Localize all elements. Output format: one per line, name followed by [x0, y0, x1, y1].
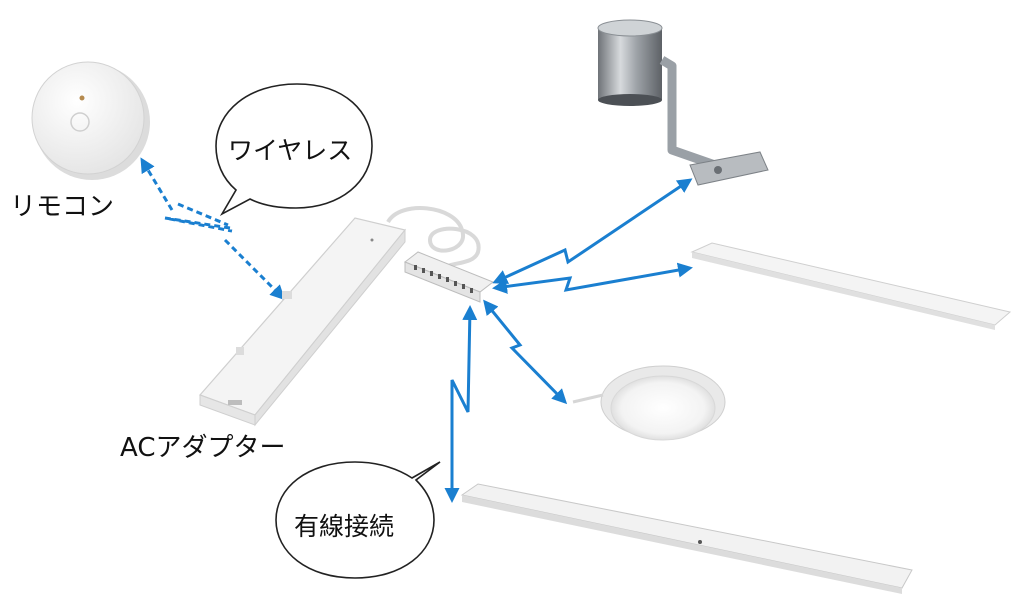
ac-adapter-label: ACアダプター [120, 433, 286, 463]
led-strip-top-icon [690, 242, 1012, 330]
remote-label: リモコン [10, 192, 115, 222]
wired-bubble [275, 461, 441, 579]
wired-connection-label: 有線接続 [294, 512, 395, 541]
connector-hub-icon [403, 251, 495, 303]
connection-arrows [444, 178, 693, 503]
puck-light-icon [572, 365, 726, 441]
wireless-bubble [215, 83, 373, 217]
wireless-arrow [140, 157, 286, 301]
remote-control-icon [31, 61, 150, 180]
wireless-label: ワイヤレス [228, 136, 353, 165]
adapter-cable [386, 206, 481, 270]
spotlight-icon [597, 19, 769, 186]
ac-adapter-icon [198, 217, 407, 427]
led-strip-bottom-icon [460, 483, 913, 594]
